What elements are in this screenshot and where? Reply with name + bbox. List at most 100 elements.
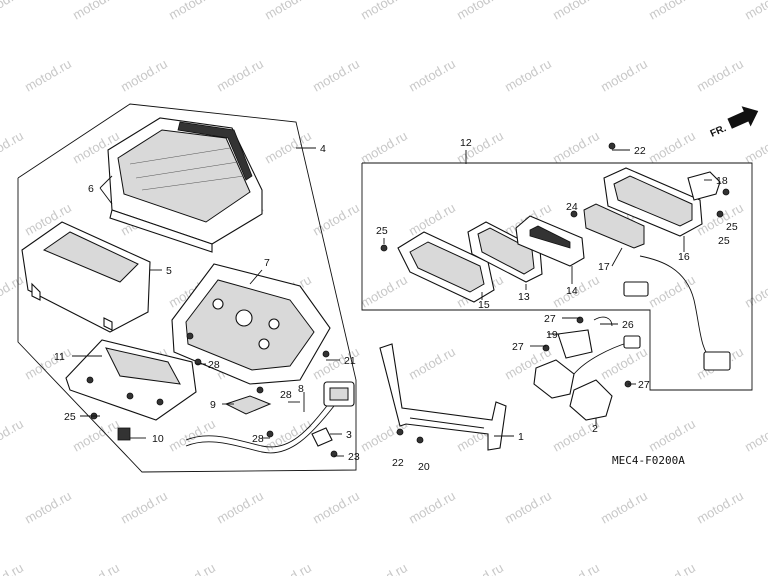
watermark-text: motod.ru <box>166 0 218 23</box>
watermark-text: motod.ru <box>22 344 74 383</box>
watermark-text: motod.ru <box>0 128 26 167</box>
callout-5: 5 <box>166 265 172 277</box>
watermark-text: motod.ru <box>22 488 74 527</box>
watermark-text: motod.ru <box>118 56 170 95</box>
watermark-text: motod.ru <box>550 128 602 167</box>
watermark-text: motod.ru <box>406 200 458 239</box>
callout-28-b: 28 <box>280 389 292 401</box>
watermark-text: motod.ru <box>22 56 74 95</box>
watermark-text: motod.ru <box>310 488 362 527</box>
watermark-text: motod.ru <box>0 560 26 576</box>
callout-14: 14 <box>566 285 578 297</box>
watermark-text: motod.ru <box>454 0 506 23</box>
front-arrow-icon <box>727 106 759 129</box>
watermark-text: motod.ru <box>742 272 768 311</box>
left-group-outline <box>17 103 357 473</box>
callout-28-c: 28 <box>252 433 264 445</box>
watermark-text: motod.ru <box>0 416 26 455</box>
callout-15: 15 <box>478 299 490 311</box>
meter-stay-part <box>379 343 507 451</box>
watermark-text: motod.ru <box>694 488 746 527</box>
watermark-text: motod.ru <box>646 416 698 455</box>
front-direction-text: FR. <box>709 123 728 140</box>
callout-12: 12 <box>460 137 472 149</box>
right-group-outline <box>361 162 753 391</box>
watermark-text: motod.ru <box>0 0 26 23</box>
watermark-text: motod.ru <box>454 560 506 576</box>
watermark-text: motod.ru <box>358 0 410 23</box>
watermark-text: motod.ru <box>214 488 266 527</box>
callout-25-a: 25 <box>64 411 76 423</box>
callout-22-b: 22 <box>392 457 404 469</box>
watermark-text: motod.ru <box>262 0 314 23</box>
meter-case-part <box>171 263 331 385</box>
leader-lines <box>72 147 712 457</box>
watermark-text: motod.ru <box>598 344 650 383</box>
callout-4: 4 <box>320 143 326 155</box>
relay-assembly-part <box>533 316 641 421</box>
watermark-text: motod.ru <box>310 200 362 239</box>
watermark-text: motod.ru <box>406 344 458 383</box>
callout-17: 17 <box>598 261 610 273</box>
callout-25-c: 25 <box>726 221 738 233</box>
callout-3: 3 <box>346 429 352 441</box>
callout-11: 11 <box>54 351 65 363</box>
callout-27-a: 27 <box>544 313 556 325</box>
callout-16: 16 <box>678 251 690 263</box>
callout-13: 13 <box>518 291 530 303</box>
callout-18: 18 <box>716 175 728 187</box>
watermark-text: motod.ru <box>742 128 768 167</box>
callout-8: 8 <box>298 383 304 395</box>
callout-1: 1 <box>518 431 524 443</box>
callout-19: 19 <box>546 329 558 341</box>
watermark-text: motod.ru <box>310 56 362 95</box>
callout-24: 24 <box>566 201 578 213</box>
watermark-text: motod.ru <box>358 560 410 576</box>
callout-22-a: 22 <box>634 145 646 157</box>
watermark-text: motod.ru <box>598 56 650 95</box>
watermark-text: motod.ru <box>166 560 218 576</box>
callout-27-c: 27 <box>638 379 650 391</box>
callout-labels: 4 6 5 7 11 28 28 28 9 10 25 8 3 23 21 12… <box>54 137 738 473</box>
watermark-text: motod.ru <box>646 128 698 167</box>
small-bracket-part <box>224 395 272 415</box>
watermark-text: motod.ru <box>166 416 218 455</box>
wire-harness-part <box>185 381 355 454</box>
indicator-panel-part <box>515 215 585 267</box>
watermark-text: motod.ru <box>358 128 410 167</box>
watermark-text: motod.ru <box>262 560 314 576</box>
callout-25-b: 25 <box>376 225 388 237</box>
screw-markers <box>90 142 730 458</box>
callout-2: 2 <box>592 423 598 435</box>
watermark-text: motod.ru <box>214 56 266 95</box>
watermark-text: motod.ru <box>502 56 554 95</box>
watermark-text: motod.ru <box>550 560 602 576</box>
callout-25-d: 25 <box>718 235 730 247</box>
watermark-text: motod.ru <box>358 272 410 311</box>
watermark-text: motod.ru <box>406 488 458 527</box>
callout-26: 26 <box>622 319 634 331</box>
watermark-text: motod.ru <box>0 272 26 311</box>
watermark-text: motod.ru <box>742 560 768 576</box>
watermark-text: motod.ru <box>550 416 602 455</box>
watermark-text: motod.ru <box>502 488 554 527</box>
upper-meter-housing-part <box>603 167 703 237</box>
watermark-text: motod.ru <box>646 0 698 23</box>
watermark-text: motod.ru <box>646 272 698 311</box>
tachometer-part <box>467 221 543 283</box>
circuit-board-part <box>65 339 197 421</box>
watermark-text: motod.ru <box>742 416 768 455</box>
watermark-text: motod.ru <box>70 0 122 23</box>
watermark-text: motod.ru <box>598 488 650 527</box>
callout-10: 10 <box>152 433 164 445</box>
watermark-text: motod.ru <box>262 128 314 167</box>
watermark-text: motod.ru <box>646 560 698 576</box>
speedometer-part <box>397 231 495 303</box>
meter-cover-part <box>107 117 263 253</box>
callout-28-a: 28 <box>208 359 220 371</box>
clip-part <box>117 427 131 441</box>
watermark-text: motod.ru <box>70 416 122 455</box>
diagram-code: MEC4-F0200A <box>612 454 685 467</box>
